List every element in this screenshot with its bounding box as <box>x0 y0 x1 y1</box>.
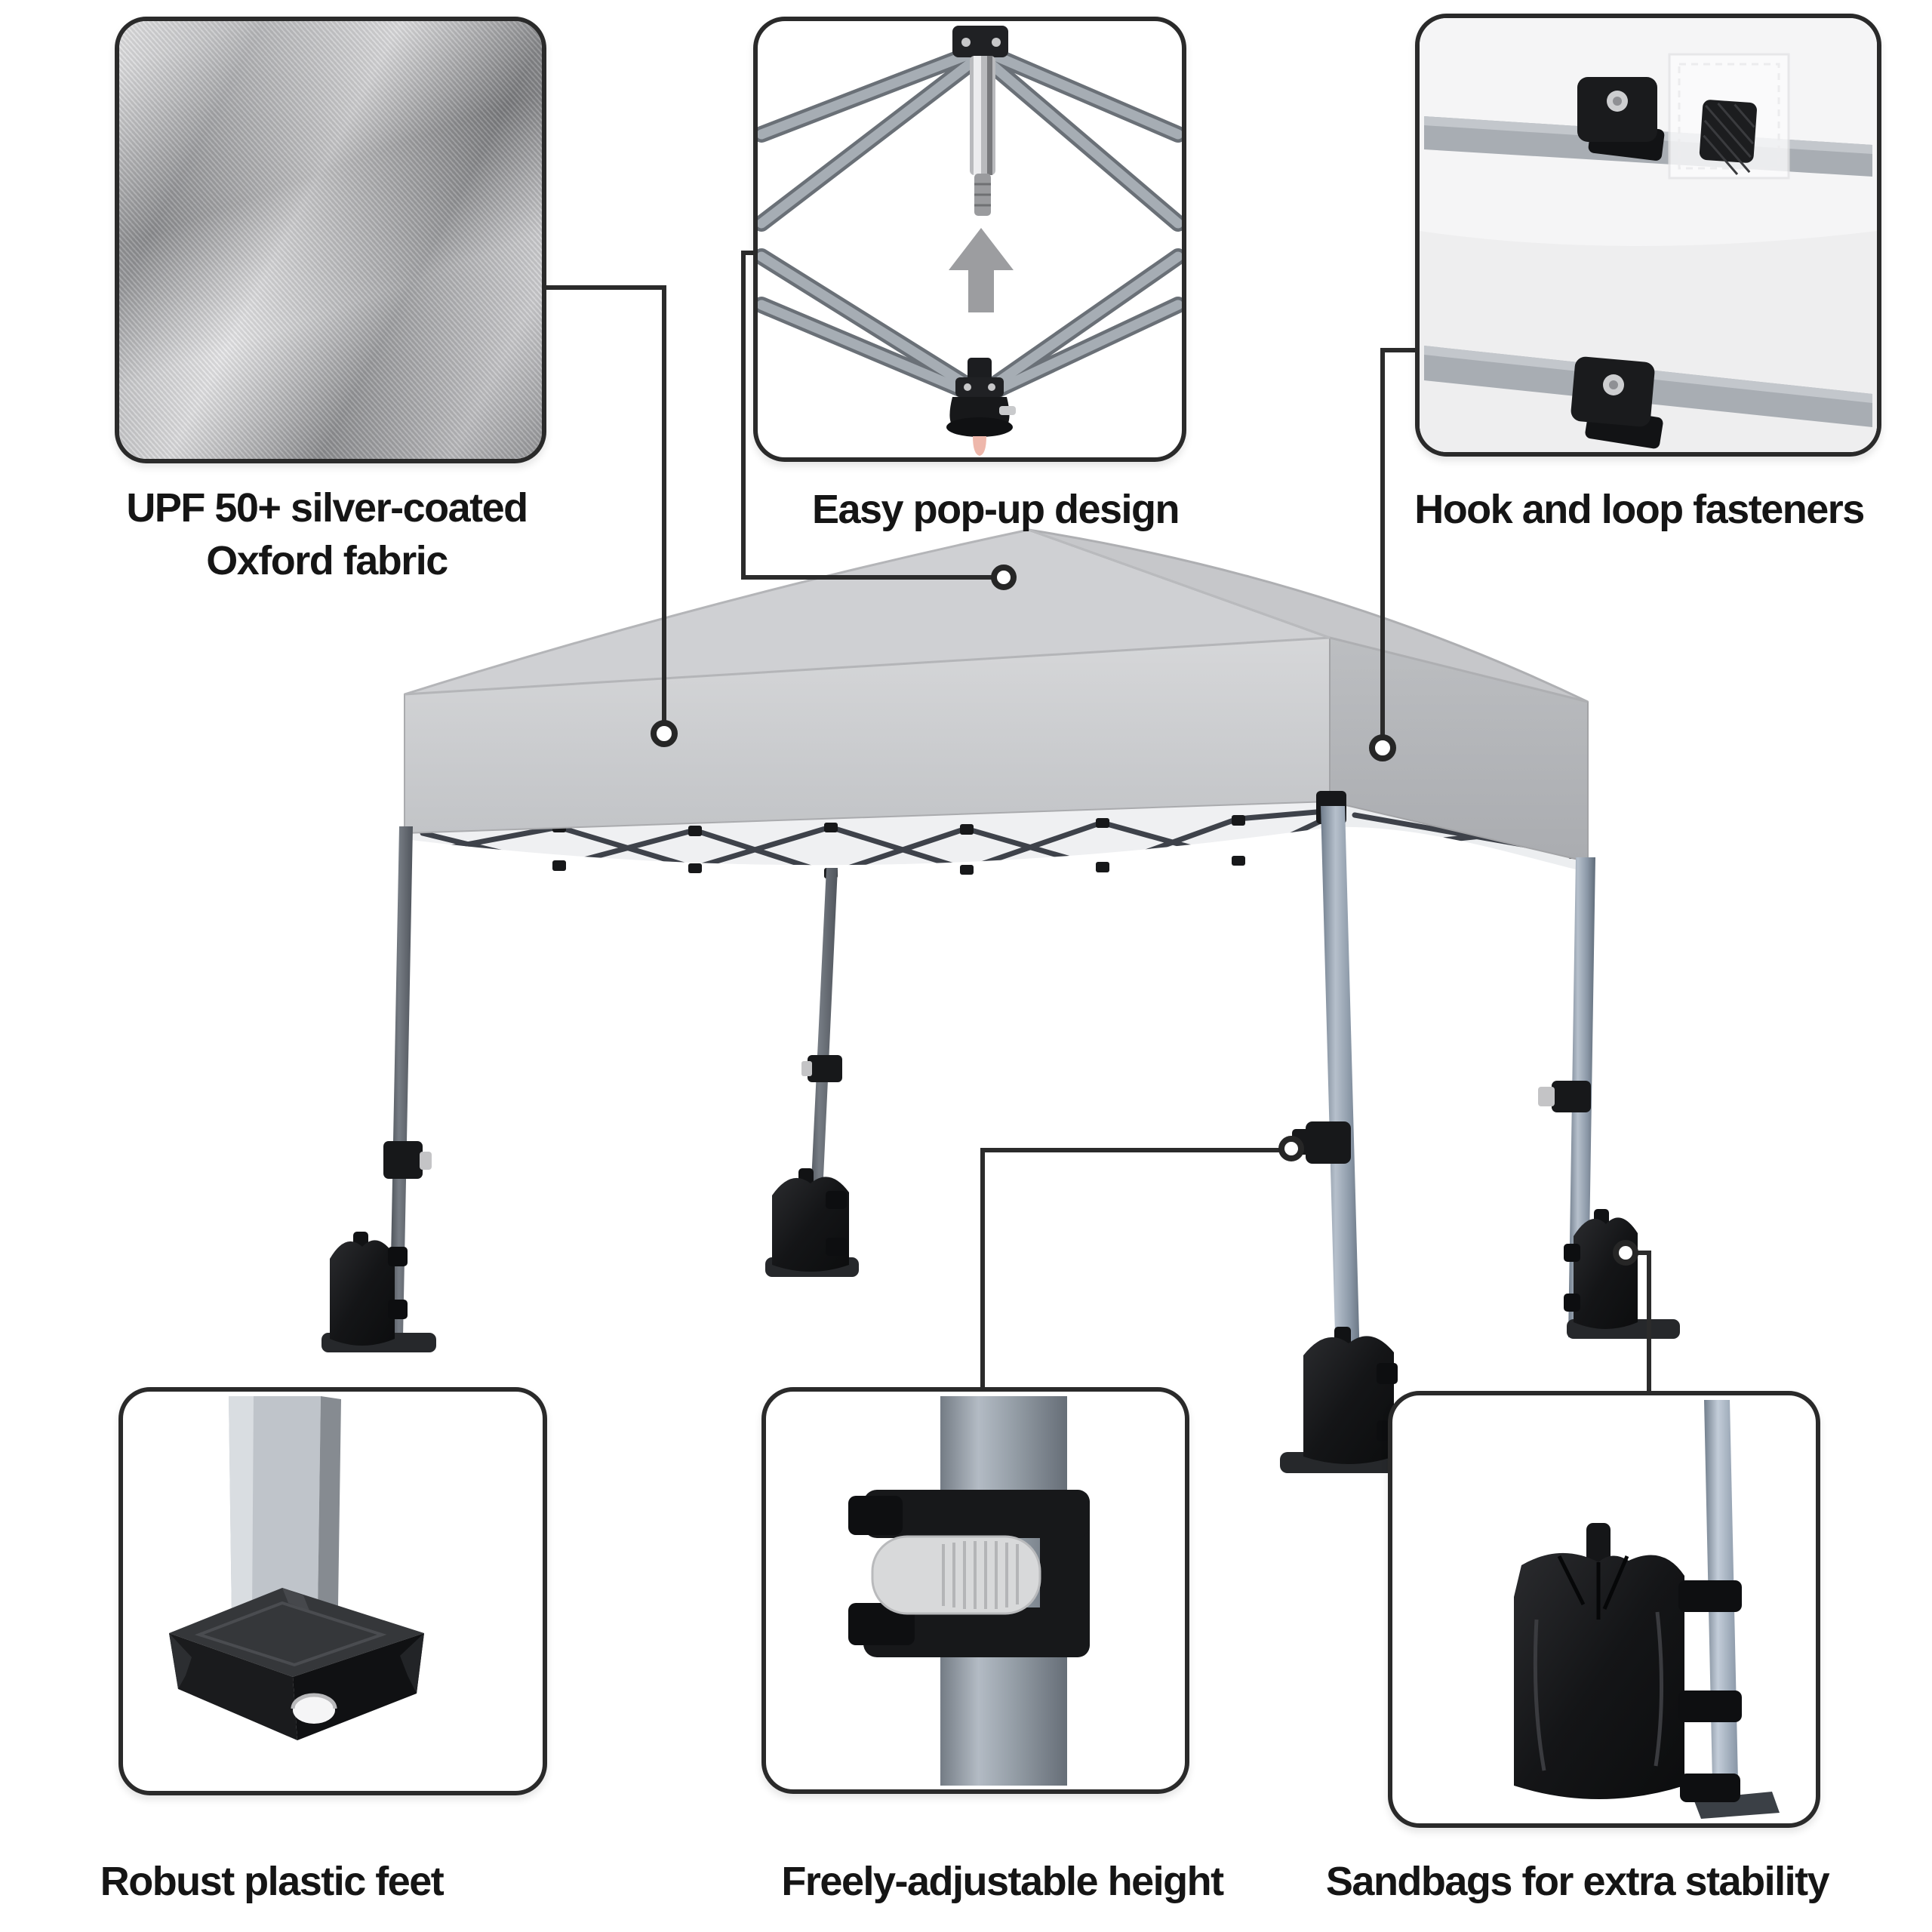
callout-box-sandbag <box>1388 1391 1820 1828</box>
hook-loop-image <box>1420 18 1877 452</box>
callout-box-popup <box>753 17 1186 462</box>
callout-box-height <box>761 1387 1189 1794</box>
canopy-ridge-crease <box>1028 528 1331 639</box>
clamp-lower <box>1571 356 1663 449</box>
height-clamp-image <box>848 1396 1090 1786</box>
leader-hook <box>1380 348 1415 736</box>
caption-height-line1: Freely-adjustable height <box>781 1859 1224 1904</box>
sandbag <box>1514 1523 1742 1802</box>
up-arrow-icon <box>949 228 1014 312</box>
sandbag-left-leg <box>321 1232 436 1352</box>
tent-leg-right <box>1538 857 1595 1337</box>
canopy-valance-right <box>1329 636 1589 863</box>
callout-marker-hook <box>1369 734 1396 761</box>
leader-sandbag <box>1636 1251 1651 1391</box>
top-hub <box>952 26 1008 216</box>
fingertip <box>973 436 986 456</box>
plastic-foot-image <box>169 1396 424 1740</box>
leader-height <box>980 1148 1281 1387</box>
caption-hook-line1: Hook and loop fasteners <box>1414 487 1865 532</box>
caption-popup: Easy pop-up design <box>811 483 1180 536</box>
sandbag-front-leg <box>1280 1327 1405 1473</box>
caption-feet: Robust plastic feet <box>100 1855 445 1908</box>
velcro-strap <box>1699 100 1757 175</box>
leader-markers <box>651 565 1638 1266</box>
callout-marker-sandbag <box>1613 1240 1638 1266</box>
callout-marker-height <box>1278 1136 1304 1161</box>
leader-fabric <box>537 285 666 723</box>
leader-lines <box>537 251 1651 1391</box>
caption-sandbag-line1: Sandbags for extra stability <box>1325 1859 1830 1904</box>
plastic-foot <box>169 1588 424 1740</box>
canopy <box>404 528 1589 863</box>
tent-leg-back <box>801 868 842 1275</box>
callout-box-hook <box>1415 14 1881 457</box>
tent-leg-front <box>1292 806 1363 1473</box>
caption-height: Freely-adjustable height <box>781 1855 1224 1908</box>
caption-fabric: UPF 50+ silver-coated Oxford fabric <box>126 481 528 587</box>
leader-popup <box>741 251 993 580</box>
leg-pole <box>229 1396 341 1618</box>
caption-fabric-line1: UPF 50+ silver-coated <box>126 485 528 531</box>
adjust-clamp <box>848 1490 1090 1657</box>
caption-fabric-line2: Oxford fabric <box>206 538 448 583</box>
caption-feet-line1: Robust plastic feet <box>100 1859 445 1904</box>
tent-leg-left <box>383 826 432 1337</box>
callout-marker-fabric <box>651 720 678 747</box>
callout-marker-popup <box>991 565 1017 590</box>
canopy-roof-right <box>1028 528 1589 703</box>
caption-popup-line1: Easy pop-up design <box>811 487 1180 532</box>
sandbag-image <box>1514 1400 1780 1819</box>
sandbag-right-leg <box>1564 1209 1680 1339</box>
sandbag-back-leg <box>765 1168 859 1277</box>
fabric-swatch-image <box>119 21 542 459</box>
callout-box-feet <box>118 1387 547 1795</box>
bottom-hub <box>946 358 1016 456</box>
caption-sandbag: Sandbags for extra stability <box>1325 1855 1830 1908</box>
canopy-roof-left <box>404 528 1331 696</box>
clamp-upper <box>1577 77 1665 161</box>
callout-box-fabric <box>115 17 546 463</box>
popup-mechanism-image <box>758 26 1182 456</box>
caption-hook: Hook and loop fasteners <box>1414 483 1865 536</box>
